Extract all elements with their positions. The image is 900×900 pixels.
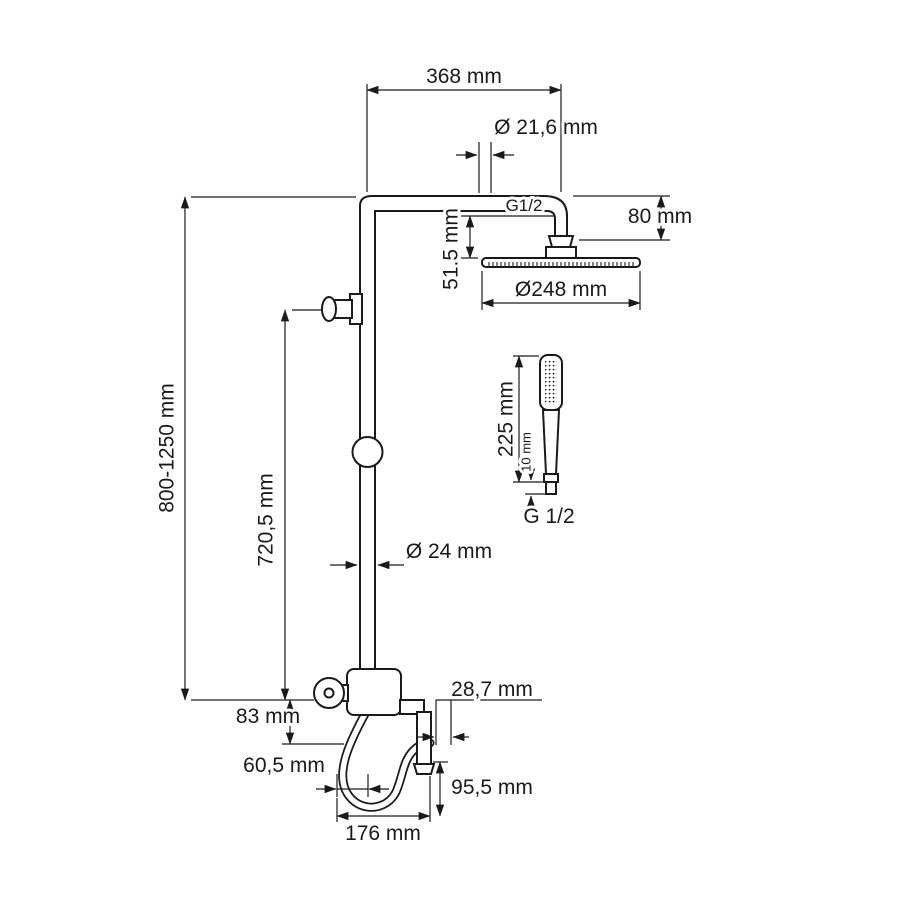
dim-label-51-5: 51.5 mm: [440, 208, 463, 290]
dim-label-60-5: 60,5 mm: [243, 754, 325, 777]
dim-28-7: 28,7 mm: [418, 675, 542, 745]
dim-label-225: 225 mm: [495, 381, 518, 457]
thread-label-bottom: G 1/2: [520, 502, 577, 531]
dim-label-24: Ø 24 mm: [406, 540, 492, 563]
dim-label-368: 368 mm: [426, 65, 502, 88]
dim-368: 368 mm: [366, 62, 562, 192]
holder-nozzle: [412, 763, 436, 775]
dim-label-248: Ø248 mm: [515, 278, 607, 301]
dim-800-1250: 800-1250 mm: [153, 196, 356, 701]
riser-and-arm-outer-edge: [359, 195, 568, 674]
head-connector-collar: [545, 246, 577, 259]
mixer-body: [346, 668, 402, 716]
hand-shower-detail: [539, 354, 563, 495]
hand-shower-holder-tube: [416, 711, 432, 765]
dim-label-800-1250: 800-1250 mm: [156, 383, 179, 513]
head-connector-nut: [547, 235, 575, 248]
dim-label-95-5: 95,5 mm: [451, 776, 533, 799]
dim-label-720-5: 720,5 mm: [255, 473, 278, 566]
dim-248: Ø248 mm: [481, 271, 641, 310]
dim-label-176: 176 mm: [345, 822, 421, 845]
outlet-link: [399, 699, 425, 715]
hand-shower-handle: [541, 409, 561, 475]
dim-80: 80 mm: [573, 195, 695, 241]
thread-label-top: G1/2: [461, 193, 555, 218]
dim-83: 83 mm: [233, 699, 344, 745]
dim-label-10: 10 mm: [519, 432, 534, 472]
dim-10: 10 mm: [516, 429, 545, 508]
hand-shower-thread: [545, 481, 557, 495]
dim-51-5: 51.5 mm: [437, 205, 478, 293]
thread-label-bottom-text: G 1/2: [523, 505, 574, 528]
dim-60-5: 60,5 mm: [240, 751, 389, 797]
dim-label-28-7: 28,7 mm: [451, 678, 533, 701]
riser-and-arm-inner-edge: [374, 210, 556, 674]
thread-label-top-text: G1/2: [506, 196, 543, 215]
wall-bracket-knob: [321, 296, 337, 322]
nozzle-band: [487, 262, 635, 267]
spray-face: [545, 361, 557, 405]
dim-225: 225 mm: [492, 355, 544, 483]
dim-720-5: 720,5 mm: [252, 309, 322, 701]
dim-176: 176 mm: [336, 776, 431, 848]
dim-21-6: Ø 21,6 mm: [456, 113, 601, 193]
dim-24: Ø 24 mm: [330, 537, 495, 570]
hand-shower-collar: [543, 473, 559, 483]
dim-label-83: 83 mm: [236, 705, 300, 728]
diverter-knob: [351, 436, 384, 468]
dim-label-80: 80 mm: [628, 205, 692, 228]
dim-label-21-6: Ø 21,6 mm: [494, 116, 598, 139]
mixer-handle-screw: [323, 687, 335, 699]
dim-95-5: 95,5 mm: [433, 761, 536, 817]
